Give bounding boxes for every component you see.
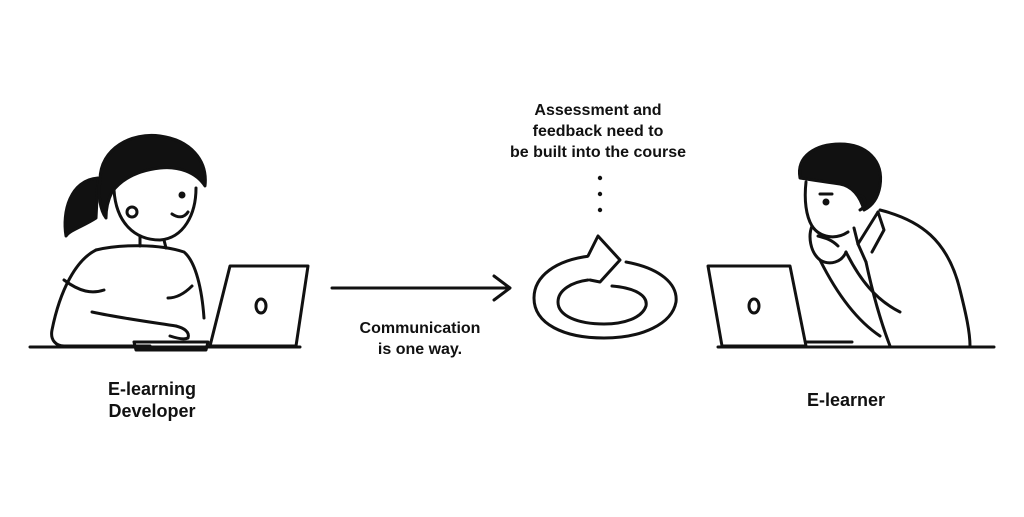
assessment-note: Assessment and feedback need to be built… <box>488 100 708 163</box>
developer-label-line-1: E-learning <box>107 379 196 399</box>
communication-label-line-2: is one way. <box>377 341 463 358</box>
communication-label-line-1: Communication <box>359 320 481 337</box>
learner-label: E-learner <box>786 389 906 411</box>
communication-label: Communication is one way. <box>330 318 510 360</box>
assessment-note-line-1: Assessment and <box>534 102 662 119</box>
assessment-note-line-2: feedback need to <box>532 123 664 140</box>
man-with-laptop-icon <box>706 142 996 349</box>
developer-label: E-learning Developer <box>92 378 212 422</box>
assessment-note-line-3: be built into the course <box>509 144 686 161</box>
developer-label-line-2: Developer <box>108 401 196 421</box>
dotted-connector <box>597 175 603 213</box>
right-arrow-icon <box>330 274 512 302</box>
learner-label-text: E-learner <box>806 390 886 410</box>
circular-arrow-icon <box>532 234 678 340</box>
woman-with-laptop-icon <box>28 133 310 352</box>
